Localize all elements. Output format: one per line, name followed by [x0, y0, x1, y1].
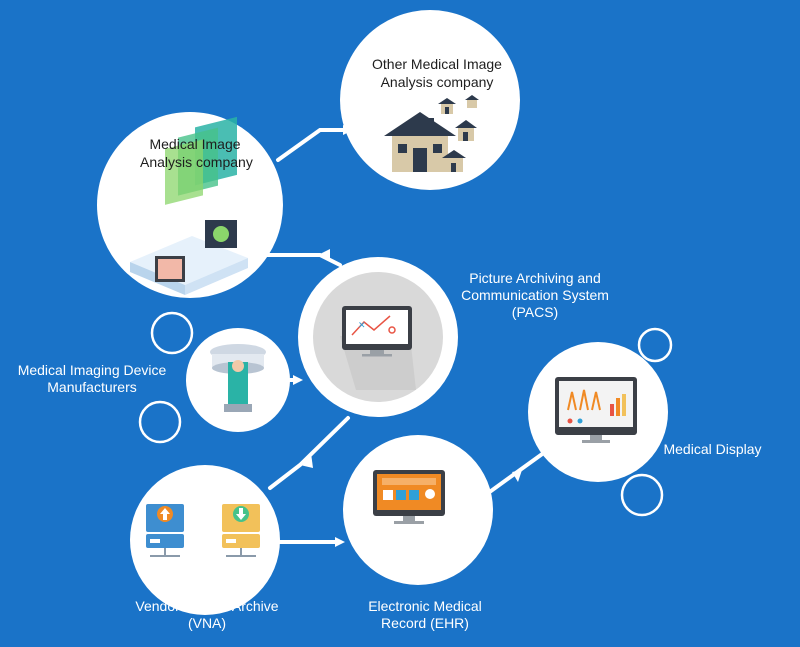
vna-label-line1: Vendor Neutral Archive: [135, 598, 279, 614]
mri-scanner-icon: [210, 344, 266, 412]
deco-circle-3: [637, 327, 673, 363]
vna-label: Vendor Neutral Archive (VNA): [112, 598, 302, 632]
other-company-label-line1: Other Medical Image: [372, 56, 502, 72]
pacs-label-line1: Picture Archiving and: [469, 270, 601, 286]
pacs-label-line2: Communication System: [461, 287, 609, 303]
deco-circle-2: [138, 400, 182, 444]
other-company-label: Other Medical Image Analysis company: [362, 55, 512, 91]
analysis-company-label-line2: Analysis company: [140, 154, 253, 170]
vna-label-line2: (VNA): [187, 615, 227, 631]
display-label-line1: Medical Display: [663, 441, 762, 457]
houses-icon: [384, 95, 479, 172]
arrow-ehr-display: [512, 470, 522, 482]
monitor-record-icon: [373, 470, 445, 524]
arrow-pacs-analysis: [318, 249, 330, 261]
decorative-circles: [138, 311, 673, 517]
deco-circle-1: [150, 311, 194, 355]
server-upload-download-icon: [146, 504, 260, 557]
medical-image-stack-icon: [130, 116, 248, 295]
analysis-company-label-line1: Medical Image: [149, 136, 241, 152]
device-manufacturers-label-line2: Manufacturers: [47, 379, 137, 395]
edge-pacs-to-vna: [268, 416, 350, 490]
pacs-label: Picture Archiving and Communication Syst…: [460, 270, 610, 321]
monitor-chart-icon: ✕: [340, 306, 416, 390]
ehr-label-line1: Electronic Medical: [368, 598, 482, 614]
ehr-label: Electronic Medical Record (EHR): [360, 598, 490, 632]
svg-text:✕: ✕: [358, 320, 366, 330]
other-company-label-line2: Analysis company: [380, 74, 494, 90]
deco-circle-4: [620, 473, 664, 517]
device-manufacturers-label-line1: Medical Imaging Device: [17, 362, 167, 378]
arrow-pacs-vna: [300, 453, 313, 468]
device-manufacturers-label: Medical Imaging Device Manufacturers: [12, 362, 172, 396]
monitor-anatomy-icon: [555, 377, 637, 443]
ehr-label-line2: Record (EHR): [381, 615, 469, 631]
pacs-label-line3: (PACS): [511, 304, 559, 320]
display-label: Medical Display: [660, 441, 765, 458]
edge-analysis-to-other: [276, 125, 353, 162]
node-other-company: [340, 10, 520, 190]
node-vna: [130, 465, 280, 615]
analysis-company-label: Medical Image Analysis company: [140, 135, 253, 171]
